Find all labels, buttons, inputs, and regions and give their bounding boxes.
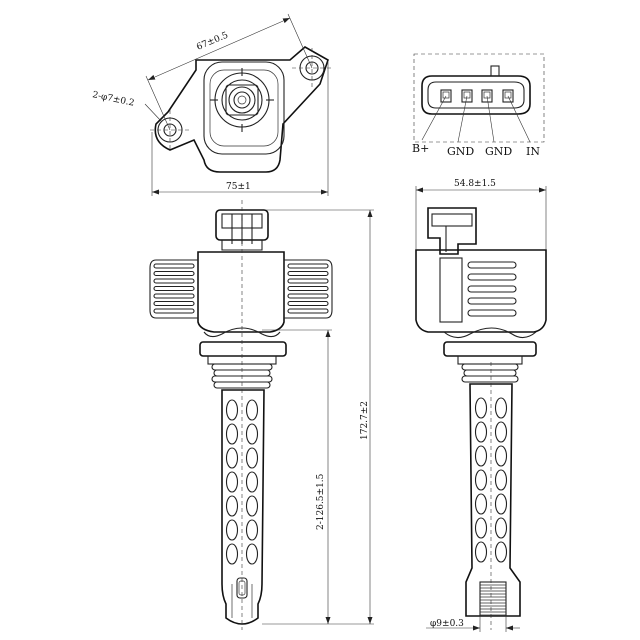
overall-length-dim: 172.7±2 [360, 401, 370, 440]
boot-oval [474, 421, 488, 443]
fin-slot [153, 263, 195, 269]
fin-slot [153, 285, 195, 292]
fin-slot [153, 278, 195, 284]
boot-oval [494, 397, 508, 419]
fin-slot [153, 300, 195, 307]
boot-oval [494, 445, 508, 467]
boot-oval [245, 471, 259, 493]
front-view [149, 200, 374, 630]
boot-oval [225, 519, 239, 541]
boot-oval [474, 469, 488, 491]
fin-slot [153, 308, 195, 314]
boot-oval [474, 517, 488, 539]
boot-oval [225, 423, 239, 445]
boot-oval [245, 519, 259, 541]
boot-oval [494, 517, 508, 539]
boot-oval [494, 541, 508, 563]
fin-slot [287, 300, 329, 307]
pin-label-gnd-2: GND [485, 145, 512, 158]
boot-oval [245, 543, 259, 565]
boot-oval [245, 495, 259, 517]
pin-label-b-plus: B+ [412, 142, 429, 155]
boot-oval [494, 493, 508, 515]
boot-oval [225, 471, 239, 493]
pin-label-in: IN [526, 145, 540, 158]
boot-oval [494, 421, 508, 443]
fin-slot [153, 293, 195, 299]
mount-holes-dim: 2-φ7±0.2 [91, 90, 135, 109]
boot-length-dim: 2-126.5±1.5 [316, 473, 326, 530]
fin-slot [287, 270, 329, 277]
boot-oval [225, 495, 239, 517]
flange-width-dim: 75±1 [226, 182, 251, 192]
tip-diameter-dim: φ9±0.3 [430, 619, 464, 629]
boot-oval [494, 469, 508, 491]
side-view [415, 186, 547, 632]
boot-oval [474, 445, 488, 467]
fin-slot [287, 263, 329, 269]
boot-oval [245, 447, 259, 469]
boot-oval [225, 399, 239, 421]
fin-slot [287, 285, 329, 292]
boot-oval [225, 543, 239, 565]
boot-oval [474, 493, 488, 515]
fin-slot [287, 308, 329, 314]
front-boot-ovals [225, 399, 259, 565]
fin-slot [287, 278, 329, 284]
pin-label-gnd-1: GND [447, 145, 474, 158]
fin-slot [287, 293, 329, 299]
boot-oval [245, 399, 259, 421]
front-left-fins [153, 263, 195, 314]
side-boot-ovals [474, 397, 508, 563]
connector-end-view [413, 53, 545, 143]
front-right-fins [287, 263, 329, 314]
side-tip-knurl [480, 584, 506, 616]
top-view [144, 13, 332, 196]
fin-slot [153, 270, 195, 277]
boot-oval [225, 447, 239, 469]
side-width-dim: 54.8±1.5 [454, 179, 496, 189]
boot-oval [474, 397, 488, 419]
boot-oval [474, 541, 488, 563]
boot-oval [245, 423, 259, 445]
flange-diagonal-dim: 67±0.5 [195, 30, 230, 52]
